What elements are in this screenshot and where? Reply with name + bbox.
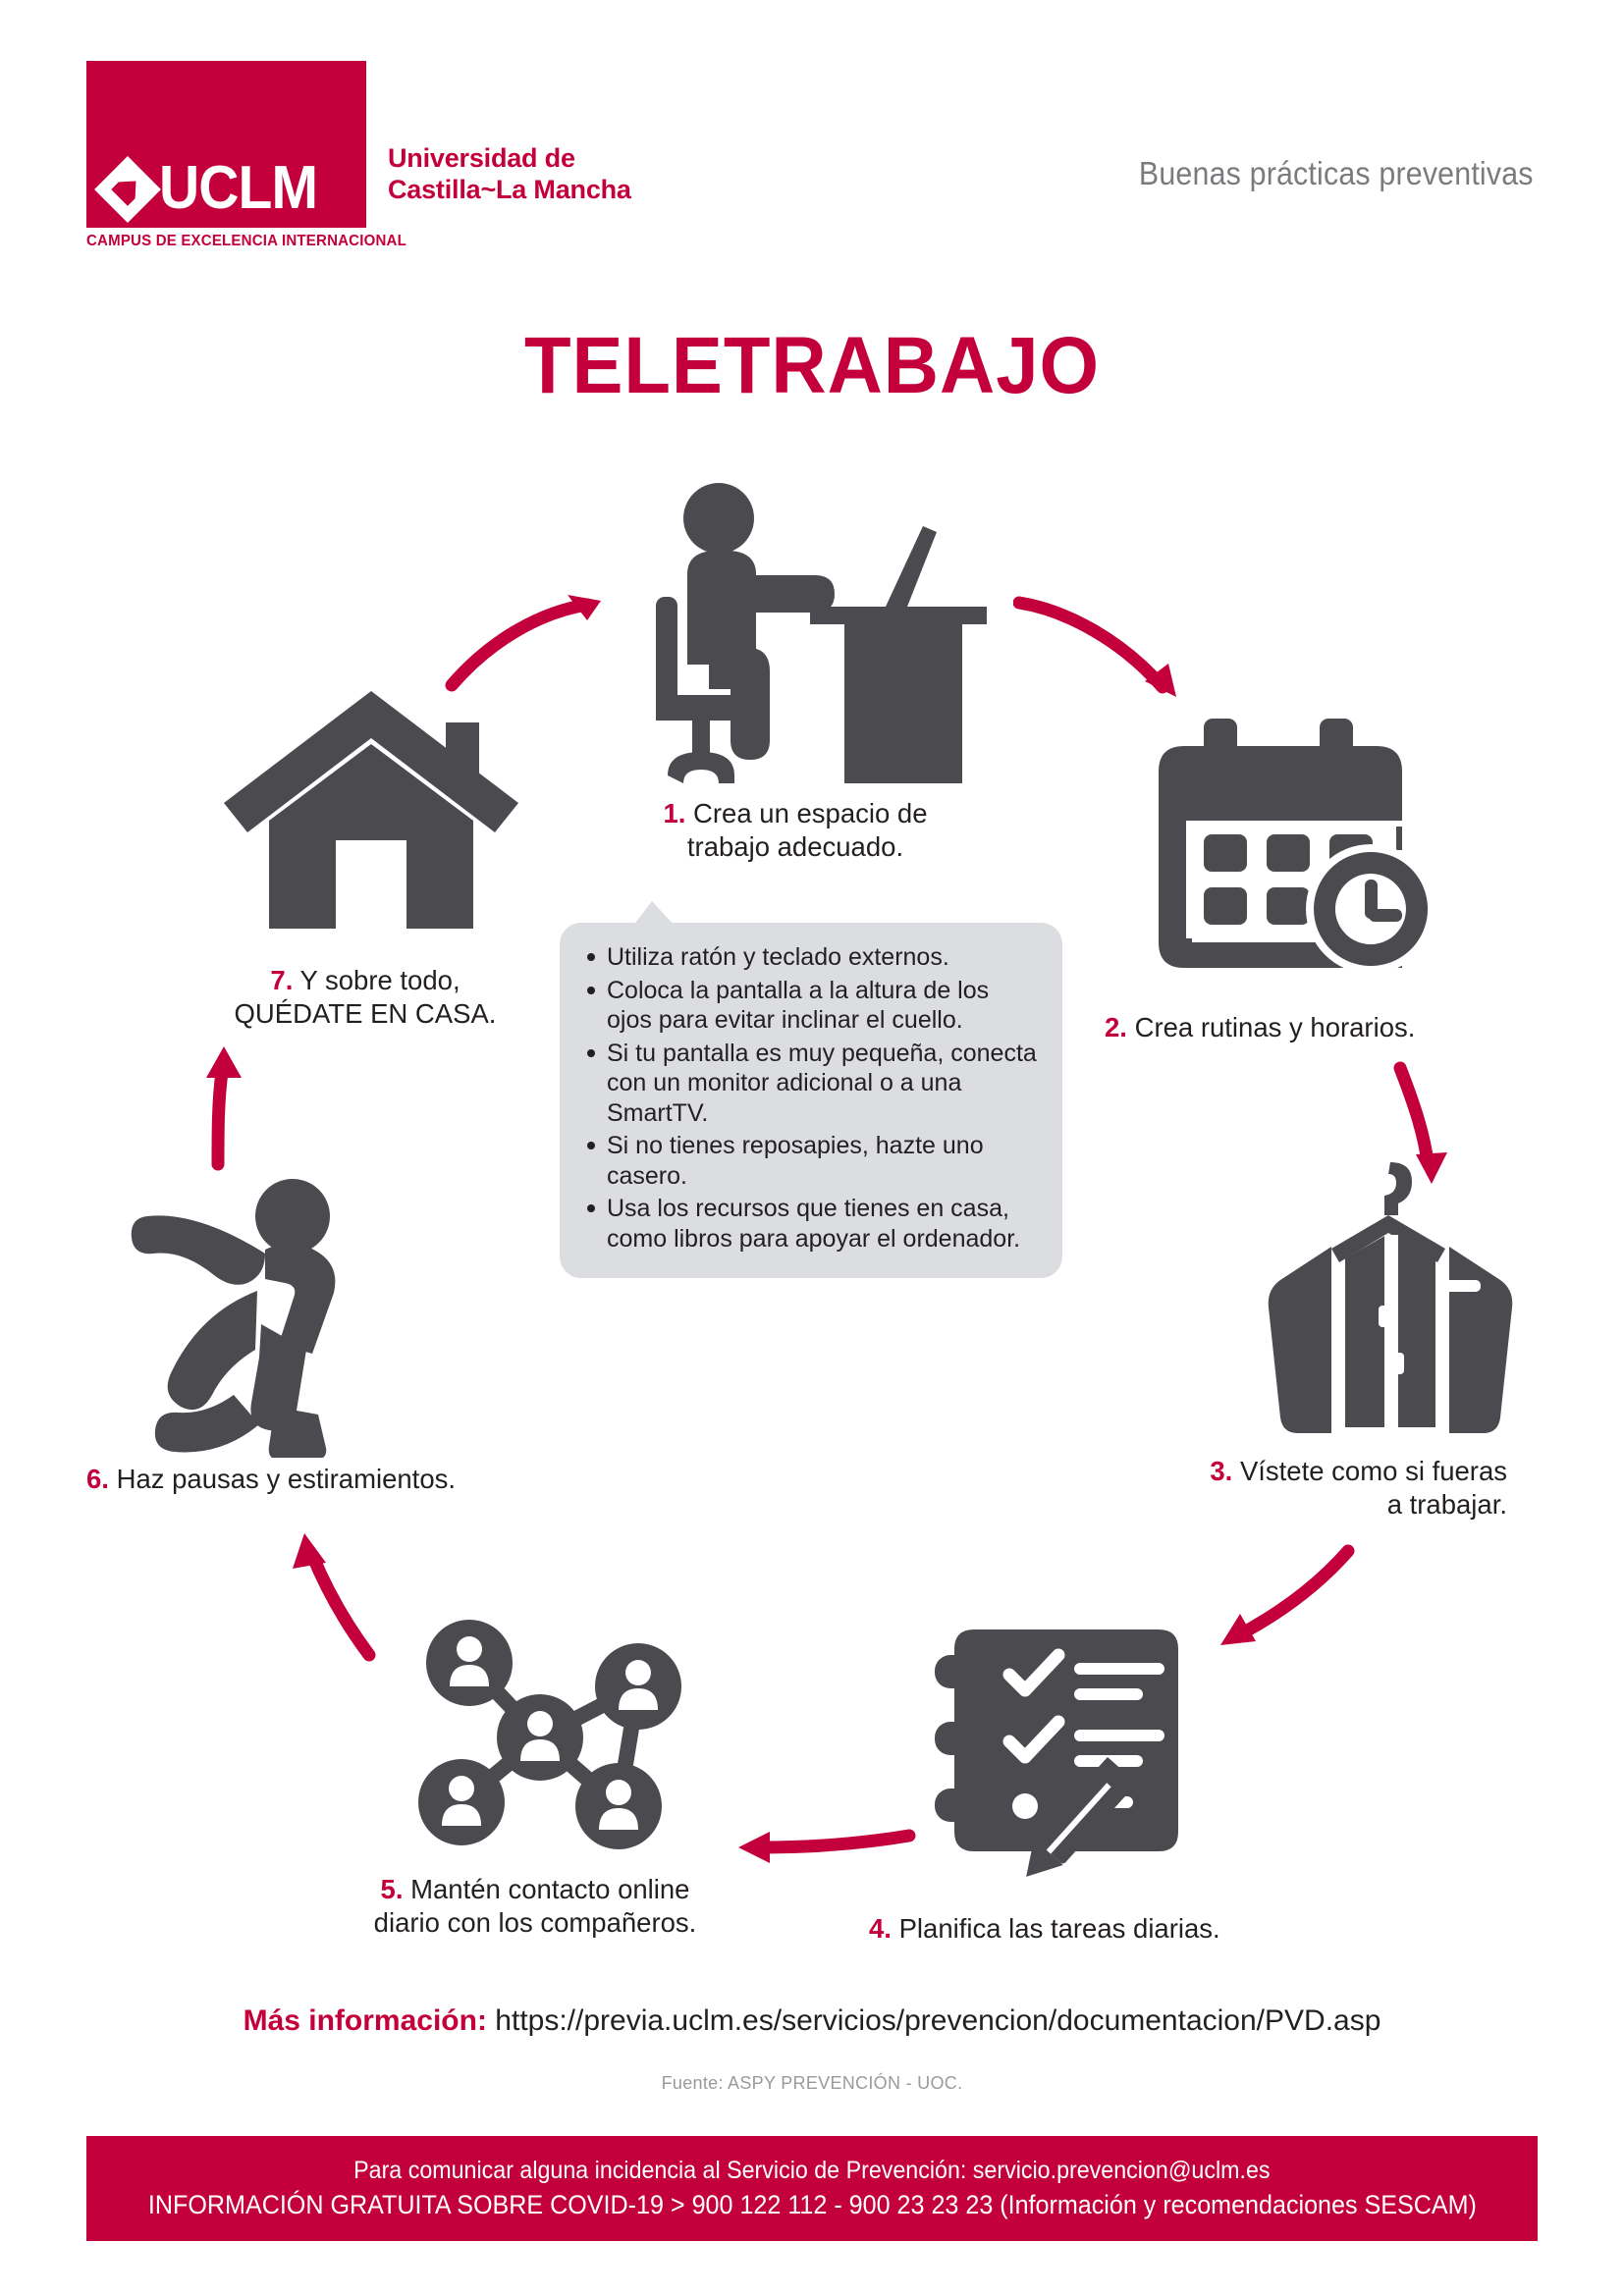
arrow-3-to-4-icon — [1203, 1541, 1360, 1669]
tip-item: Utiliza ratón y teclado externos. — [585, 942, 1037, 973]
page-title: TELETRABAJO — [523, 321, 1101, 410]
tip-item: Coloca la pantalla a la altura de los oj… — [585, 976, 1037, 1036]
university-name-line1: Universidad de — [388, 143, 575, 173]
step-3-line2: a trabajar. — [1386, 1489, 1507, 1521]
more-info-line: Más información: https://previa.uclm.es/… — [0, 2004, 1624, 2038]
step-7-line1: Y sobre todo, — [299, 965, 460, 995]
arrow-5-to-6-icon — [275, 1529, 403, 1667]
tip-item: Usa los recursos que tienes en casa, com… — [585, 1194, 1037, 1254]
person-at-desk-icon — [648, 481, 1001, 785]
tips-callout: Utiliza ratón y teclado externos. Coloca… — [560, 901, 1062, 1278]
step-5-number: 5. — [380, 1874, 404, 1904]
university-name: Universidad de Castilla~La Mancha — [388, 142, 631, 206]
step-7-caption: 7. Y sobre todo, QUÉDATE EN CASA. — [189, 964, 542, 1032]
step-6-caption: 6. Haz pausas y estiramientos. — [86, 1463, 456, 1496]
tips-list: Utiliza ratón y teclado externos. Coloca… — [585, 942, 1037, 1254]
arrow-2-to-3-icon — [1375, 1060, 1483, 1198]
step-6-number: 6. — [86, 1464, 109, 1494]
university-name-line2: Castilla~La Mancha — [388, 175, 631, 205]
step-2-number: 2. — [1105, 1012, 1127, 1042]
uclm-logo: UCLM CAMPUS DE EXCELENCIA INTERNACIONAL — [86, 61, 406, 250]
stretching-person-icon — [118, 1144, 393, 1458]
banner-covid-line: INFORMACIÓN GRATUITA SOBRE COVID-19 > 90… — [147, 2190, 1477, 2219]
covid-banner: Para comunicar alguna incidencia al Serv… — [86, 2136, 1538, 2241]
tip-item: Si no tienes reposapies, hazte uno caser… — [585, 1131, 1037, 1191]
tip-item: Si tu pantalla es muy pequeña, conecta c… — [585, 1039, 1037, 1129]
step-5-line2: diario con los compañeros. — [373, 1907, 697, 1939]
source-credit: Fuente: ASPY PREVENCIÓN - UOC. — [661, 2073, 963, 2093]
step-7-number: 7. — [270, 965, 294, 995]
more-info-label: Más información: — [243, 2004, 487, 2037]
network-people-icon — [393, 1600, 727, 1870]
more-info-url[interactable]: https://previa.uclm.es/servicios/prevenc… — [495, 2004, 1381, 2037]
house-icon — [224, 687, 518, 933]
checklist-pencil-icon — [935, 1620, 1219, 1890]
logo-tagline: CAMPUS DE EXCELENCIA INTERNACIONAL — [86, 233, 406, 249]
step-2-line1: Crea rutinas y horarios. — [1134, 1012, 1416, 1042]
step-1-line1: Crea un espacio de — [693, 798, 928, 828]
logo-wordmark: UCLM — [159, 154, 318, 223]
step-1-number: 1. — [663, 798, 686, 828]
step-1-caption: 1. Crea un espacio de trabajo adecuado. — [609, 797, 982, 865]
calendar-clock-icon — [1147, 715, 1453, 978]
header-subtitle: Buenas prácticas preventivas — [1139, 155, 1534, 191]
step-7-line2: QUÉDATE EN CASA. — [234, 998, 497, 1030]
step-5-caption: 5. Mantén contacto online diario con los… — [324, 1873, 746, 1941]
step-4-number: 4. — [869, 1913, 892, 1944]
logo-red-block: UCLM — [86, 61, 366, 228]
step-6-line1: Haz pausas y estiramientos. — [116, 1464, 457, 1494]
step-4-line1: Planifica las tareas diarias. — [898, 1913, 1220, 1944]
step-5-line1: Mantén contacto online — [410, 1874, 690, 1904]
arrow-7-to-1-icon — [444, 585, 611, 693]
step-4-caption: 4. Planifica las tareas diarias. — [869, 1912, 1220, 1946]
arrow-4-to-5-icon — [705, 1806, 921, 1875]
step-2-caption: 2. Crea rutinas y horarios. — [1105, 1011, 1415, 1044]
uclm-diamond-icon — [94, 155, 161, 223]
jacket-hanger-icon — [1263, 1156, 1518, 1441]
step-3-number: 3. — [1210, 1456, 1233, 1486]
step-3-line1: Vístete como si fueras — [1239, 1456, 1507, 1486]
step-3-caption: 3. Vístete como si fueras a trabajar. — [1164, 1455, 1507, 1522]
arrow-6-to-7-icon — [175, 1041, 283, 1178]
step-1-line2: trabajo adecuado. — [686, 831, 904, 863]
arrow-1-to-2-icon — [1013, 589, 1190, 707]
banner-contact-line: Para comunicar alguna incidencia al Serv… — [353, 2157, 1271, 2184]
